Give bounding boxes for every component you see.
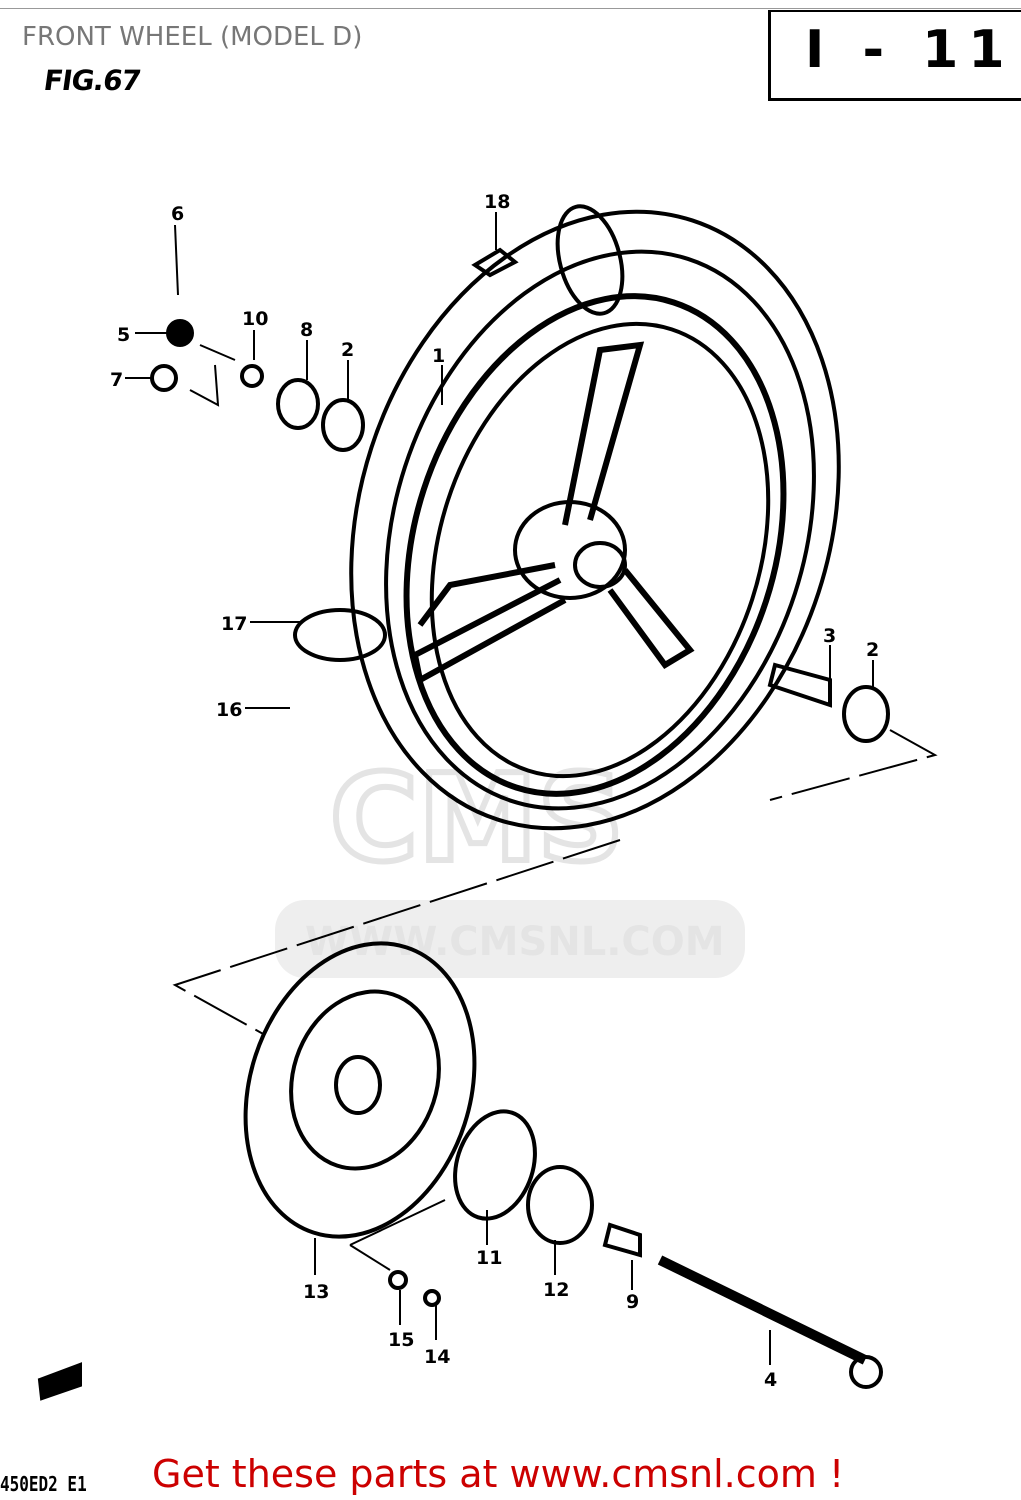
callout-5: 5 — [117, 324, 130, 346]
callout-1: 1 — [432, 345, 445, 367]
callout-6: 6 — [171, 203, 184, 225]
page-reference: I - 11 — [805, 20, 1015, 80]
callout-14: 14 — [424, 1346, 450, 1368]
callout-12: 12 — [543, 1279, 569, 1301]
callout-3: 3 — [823, 625, 836, 647]
callout-17: 17 — [221, 613, 247, 635]
promo-link[interactable]: Get these parts at www.cmsnl.com ! — [152, 1452, 845, 1496]
top-divider — [0, 8, 1021, 9]
callout-2b: 2 — [866, 639, 879, 661]
callout-13: 13 — [303, 1281, 329, 1303]
diagram-code: 450ED2 E1 — [0, 1472, 87, 1496]
watermark-logo: CMS — [330, 750, 624, 889]
callout-10: 10 — [242, 308, 268, 330]
callout-18: 18 — [484, 191, 510, 213]
page-reference-box: I - 11 — [768, 10, 1021, 101]
wheel-assembly — [125, 204, 938, 1036]
watermark-text: WWW.CMSNL.COM — [305, 919, 725, 965]
callout-15: 15 — [388, 1329, 414, 1351]
brake-disc-and-axle — [37, 941, 883, 1401]
callout-4: 4 — [764, 1369, 777, 1391]
callout-9: 9 — [626, 1291, 639, 1313]
callout-11: 11 — [476, 1247, 502, 1269]
callout-labels: 1 2 2 3 4 5 6 7 8 9 10 11 12 13 14 15 16… — [110, 191, 879, 1391]
callout-2: 2 — [341, 339, 354, 361]
watermark: WWW.CMSNL.COM CMS — [275, 747, 745, 978]
front-arrow-icon — [37, 1362, 82, 1401]
callout-7: 7 — [110, 369, 123, 391]
callout-16: 16 — [216, 699, 242, 721]
callout-8: 8 — [300, 319, 313, 341]
page-title: FRONT WHEEL (MODEL D) — [22, 22, 363, 52]
